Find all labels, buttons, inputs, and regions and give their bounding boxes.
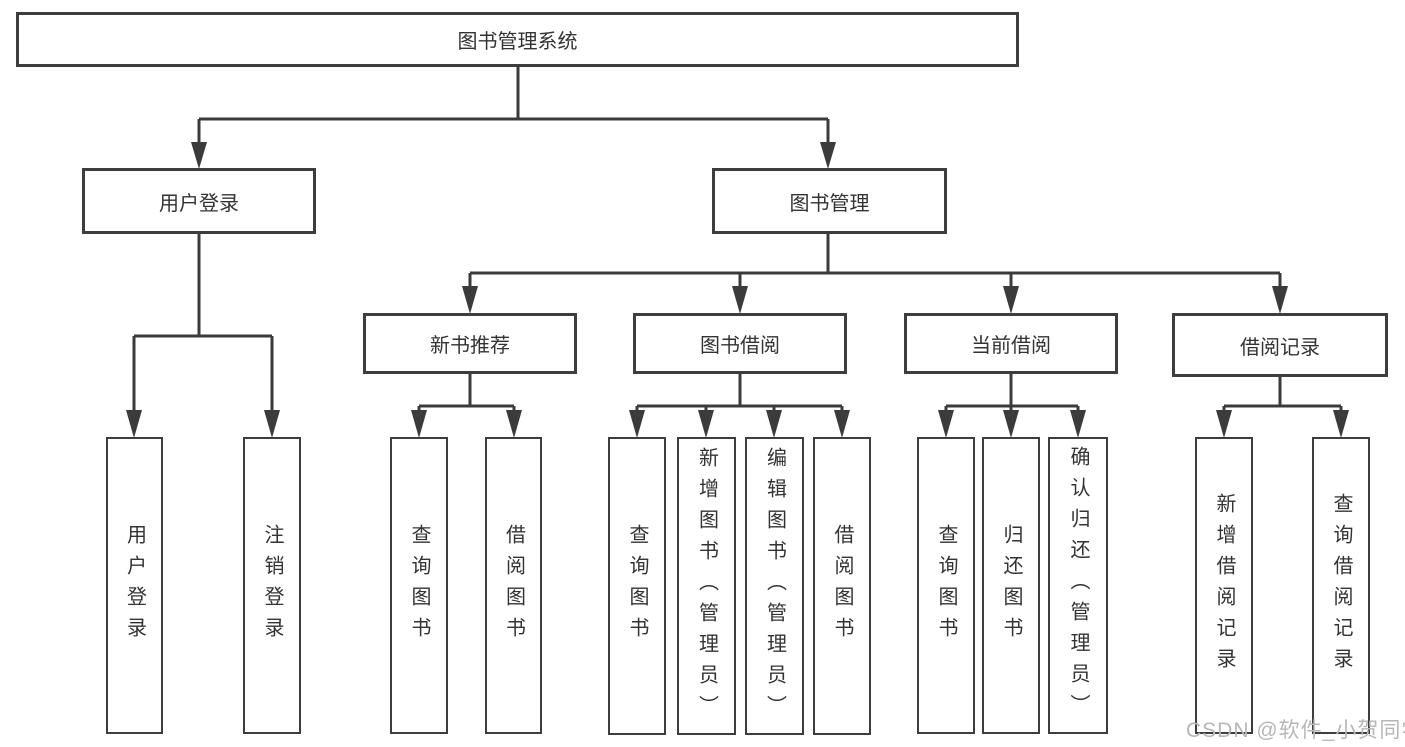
leaf-edit-book-admin: 编辑图书（管理员）	[745, 437, 804, 735]
node-label: 确认归还（管理员）	[1067, 446, 1089, 725]
node-label: 图书管理系统	[457, 31, 578, 53]
connector-root	[191, 67, 836, 169]
node-user-login: 用户登录	[82, 168, 316, 234]
node-label: 新书推荐	[430, 335, 510, 357]
leaf-borrow-books-recommend: 借阅图书	[485, 437, 542, 734]
leaf-query-books-recommend: 查询图书	[390, 437, 448, 734]
node-label: 归还图书	[1000, 523, 1022, 648]
node-new-book-recommendation: 新书推荐	[363, 313, 577, 374]
watermark-text: CSDN @软件_小贺同学	[1186, 719, 1405, 742]
leaf-query-books-current: 查询图书	[917, 437, 975, 734]
node-label: 用户登录	[159, 192, 239, 215]
leaf-borrow-books: 借阅图书	[813, 437, 871, 735]
connector-new-book-recommendation	[411, 374, 522, 438]
node-library-system: 图书管理系统	[16, 12, 1019, 67]
leaf-query-borrow-record: 查询借阅记录	[1312, 437, 1370, 734]
node-label: 借阅记录	[1240, 336, 1320, 359]
node-label: 当前借阅	[971, 335, 1051, 357]
node-label: 新增借阅记录	[1213, 492, 1235, 679]
leaf-add-borrow-record: 新增借阅记录	[1195, 437, 1253, 734]
node-label: 注销登录	[261, 523, 283, 648]
leaf-return-books: 归还图书	[982, 437, 1040, 734]
connector-book-borrowing	[629, 374, 850, 438]
node-current-borrowing: 当前借阅	[904, 313, 1118, 374]
node-label: 图书管理	[789, 192, 870, 215]
node-label: 新增图书（管理员）	[695, 446, 718, 726]
node-label: 查询借阅记录	[1330, 492, 1352, 679]
connector-current-borrowing	[938, 374, 1086, 438]
node-label: 用户登录	[123, 523, 146, 648]
node-label: 查询图书	[408, 523, 430, 648]
node-book-borrowing: 图书借阅	[633, 313, 847, 374]
leaf-logout: 注销登录	[243, 437, 301, 734]
connector-user-login	[126, 234, 280, 438]
node-label: 借阅图书	[831, 524, 853, 648]
leaf-user-login: 用户登录	[106, 437, 163, 734]
node-label: 借阅图书	[502, 523, 525, 648]
node-book-management: 图书管理	[712, 168, 947, 234]
node-label: 编辑图书（管理员）	[763, 446, 786, 726]
leaf-add-book-admin: 新增图书（管理员）	[677, 437, 736, 735]
node-label: 图书借阅	[700, 335, 780, 357]
node-label: 查询图书	[626, 524, 648, 648]
leaf-confirm-return-admin: 确认归还（管理员）	[1048, 437, 1108, 734]
connector-book-management	[462, 234, 1288, 314]
connector-borrowing-records	[1216, 377, 1349, 438]
leaf-query-books-borrow: 查询图书	[608, 437, 666, 735]
node-label: 查询图书	[935, 523, 957, 648]
node-borrowing-records: 借阅记录	[1172, 313, 1388, 377]
